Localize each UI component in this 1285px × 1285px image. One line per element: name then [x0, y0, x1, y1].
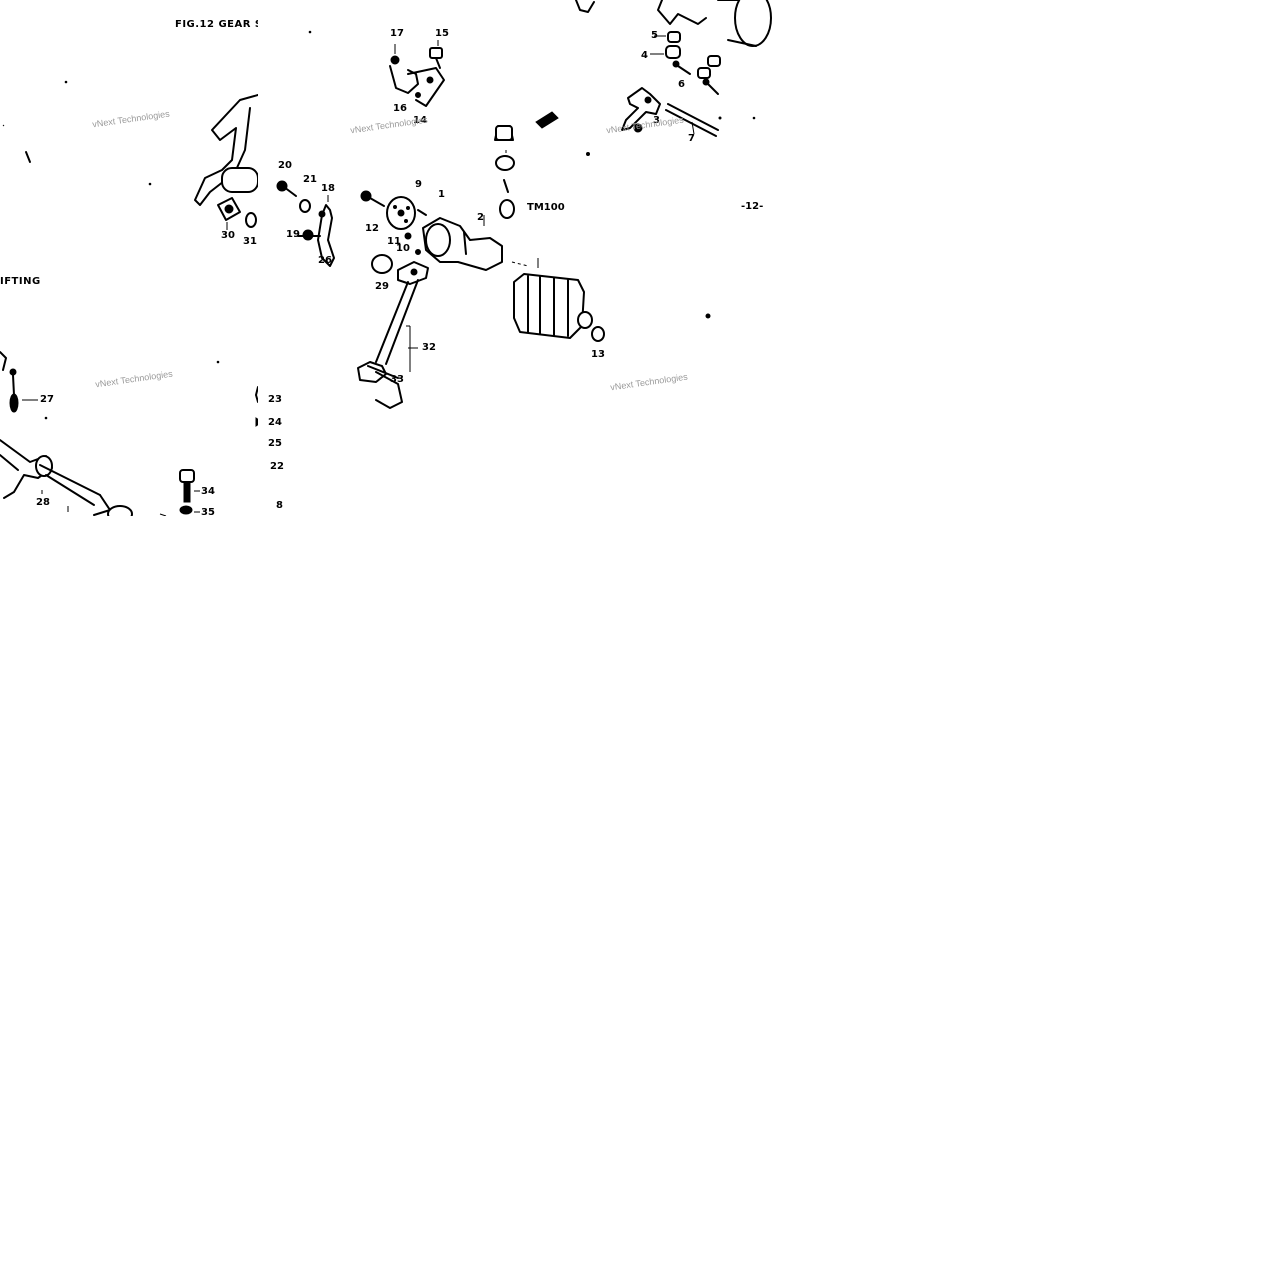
callout-25: 25 [268, 438, 282, 449]
callout-26: 26 [318, 255, 332, 266]
shaft-part [221, 167, 258, 193]
callout-34: 34 [201, 486, 215, 497]
callout-29: 29 [375, 281, 389, 292]
left-diagram-panel: FIG.12 GEAR SH IFTING 30 31 27 28 34 35 … [0, 0, 258, 516]
tool-label: TM100 [527, 202, 565, 213]
callout-10: 10 [396, 243, 410, 254]
callout-4: 4 [641, 50, 648, 61]
callout-31: 31 [243, 236, 257, 247]
figure-title-continuation: IFTING [0, 276, 41, 287]
callout-18: 18 [321, 183, 335, 194]
right-exploded-view [276, 0, 772, 409]
callout-9: 9 [415, 179, 422, 190]
callout-14: 14 [413, 115, 427, 126]
callout-2: 2 [477, 212, 484, 223]
callout-17: 17 [390, 28, 404, 39]
page-number: -12- [741, 201, 764, 212]
callout-23: 23 [268, 394, 282, 405]
callout-21: 21 [303, 174, 317, 185]
callout-6: 6 [678, 79, 685, 90]
callout-22: 22 [270, 461, 284, 472]
callout-11: 11 [387, 236, 401, 247]
callout-3: 3 [653, 115, 660, 126]
callout-19: 19 [286, 229, 300, 240]
callout-35: 35 [201, 507, 215, 517]
callout-8: 8 [276, 500, 283, 511]
callout-27: 27 [40, 394, 54, 405]
figure-title: FIG.12 GEAR SH [175, 19, 258, 30]
callout-5: 5 [651, 30, 658, 41]
callout-24: 24 [268, 417, 282, 428]
callout-1: 1 [438, 189, 445, 200]
right-diagram-panel: 17 15 16 14 20 21 18 19 26 12 9 1 11 10 … [258, 0, 772, 516]
callout-13: 13 [591, 349, 605, 360]
callout-30: 30 [221, 230, 235, 241]
callout-16: 16 [393, 103, 407, 114]
callout-12: 12 [365, 223, 379, 234]
callout-20: 20 [278, 160, 292, 171]
callout-33: 33 [390, 374, 404, 385]
callout-7: 7 [688, 133, 695, 144]
left-exploded-view [0, 80, 258, 516]
callout-32: 32 [422, 342, 436, 353]
callout-28: 28 [36, 497, 50, 508]
callout-15: 15 [435, 28, 449, 39]
